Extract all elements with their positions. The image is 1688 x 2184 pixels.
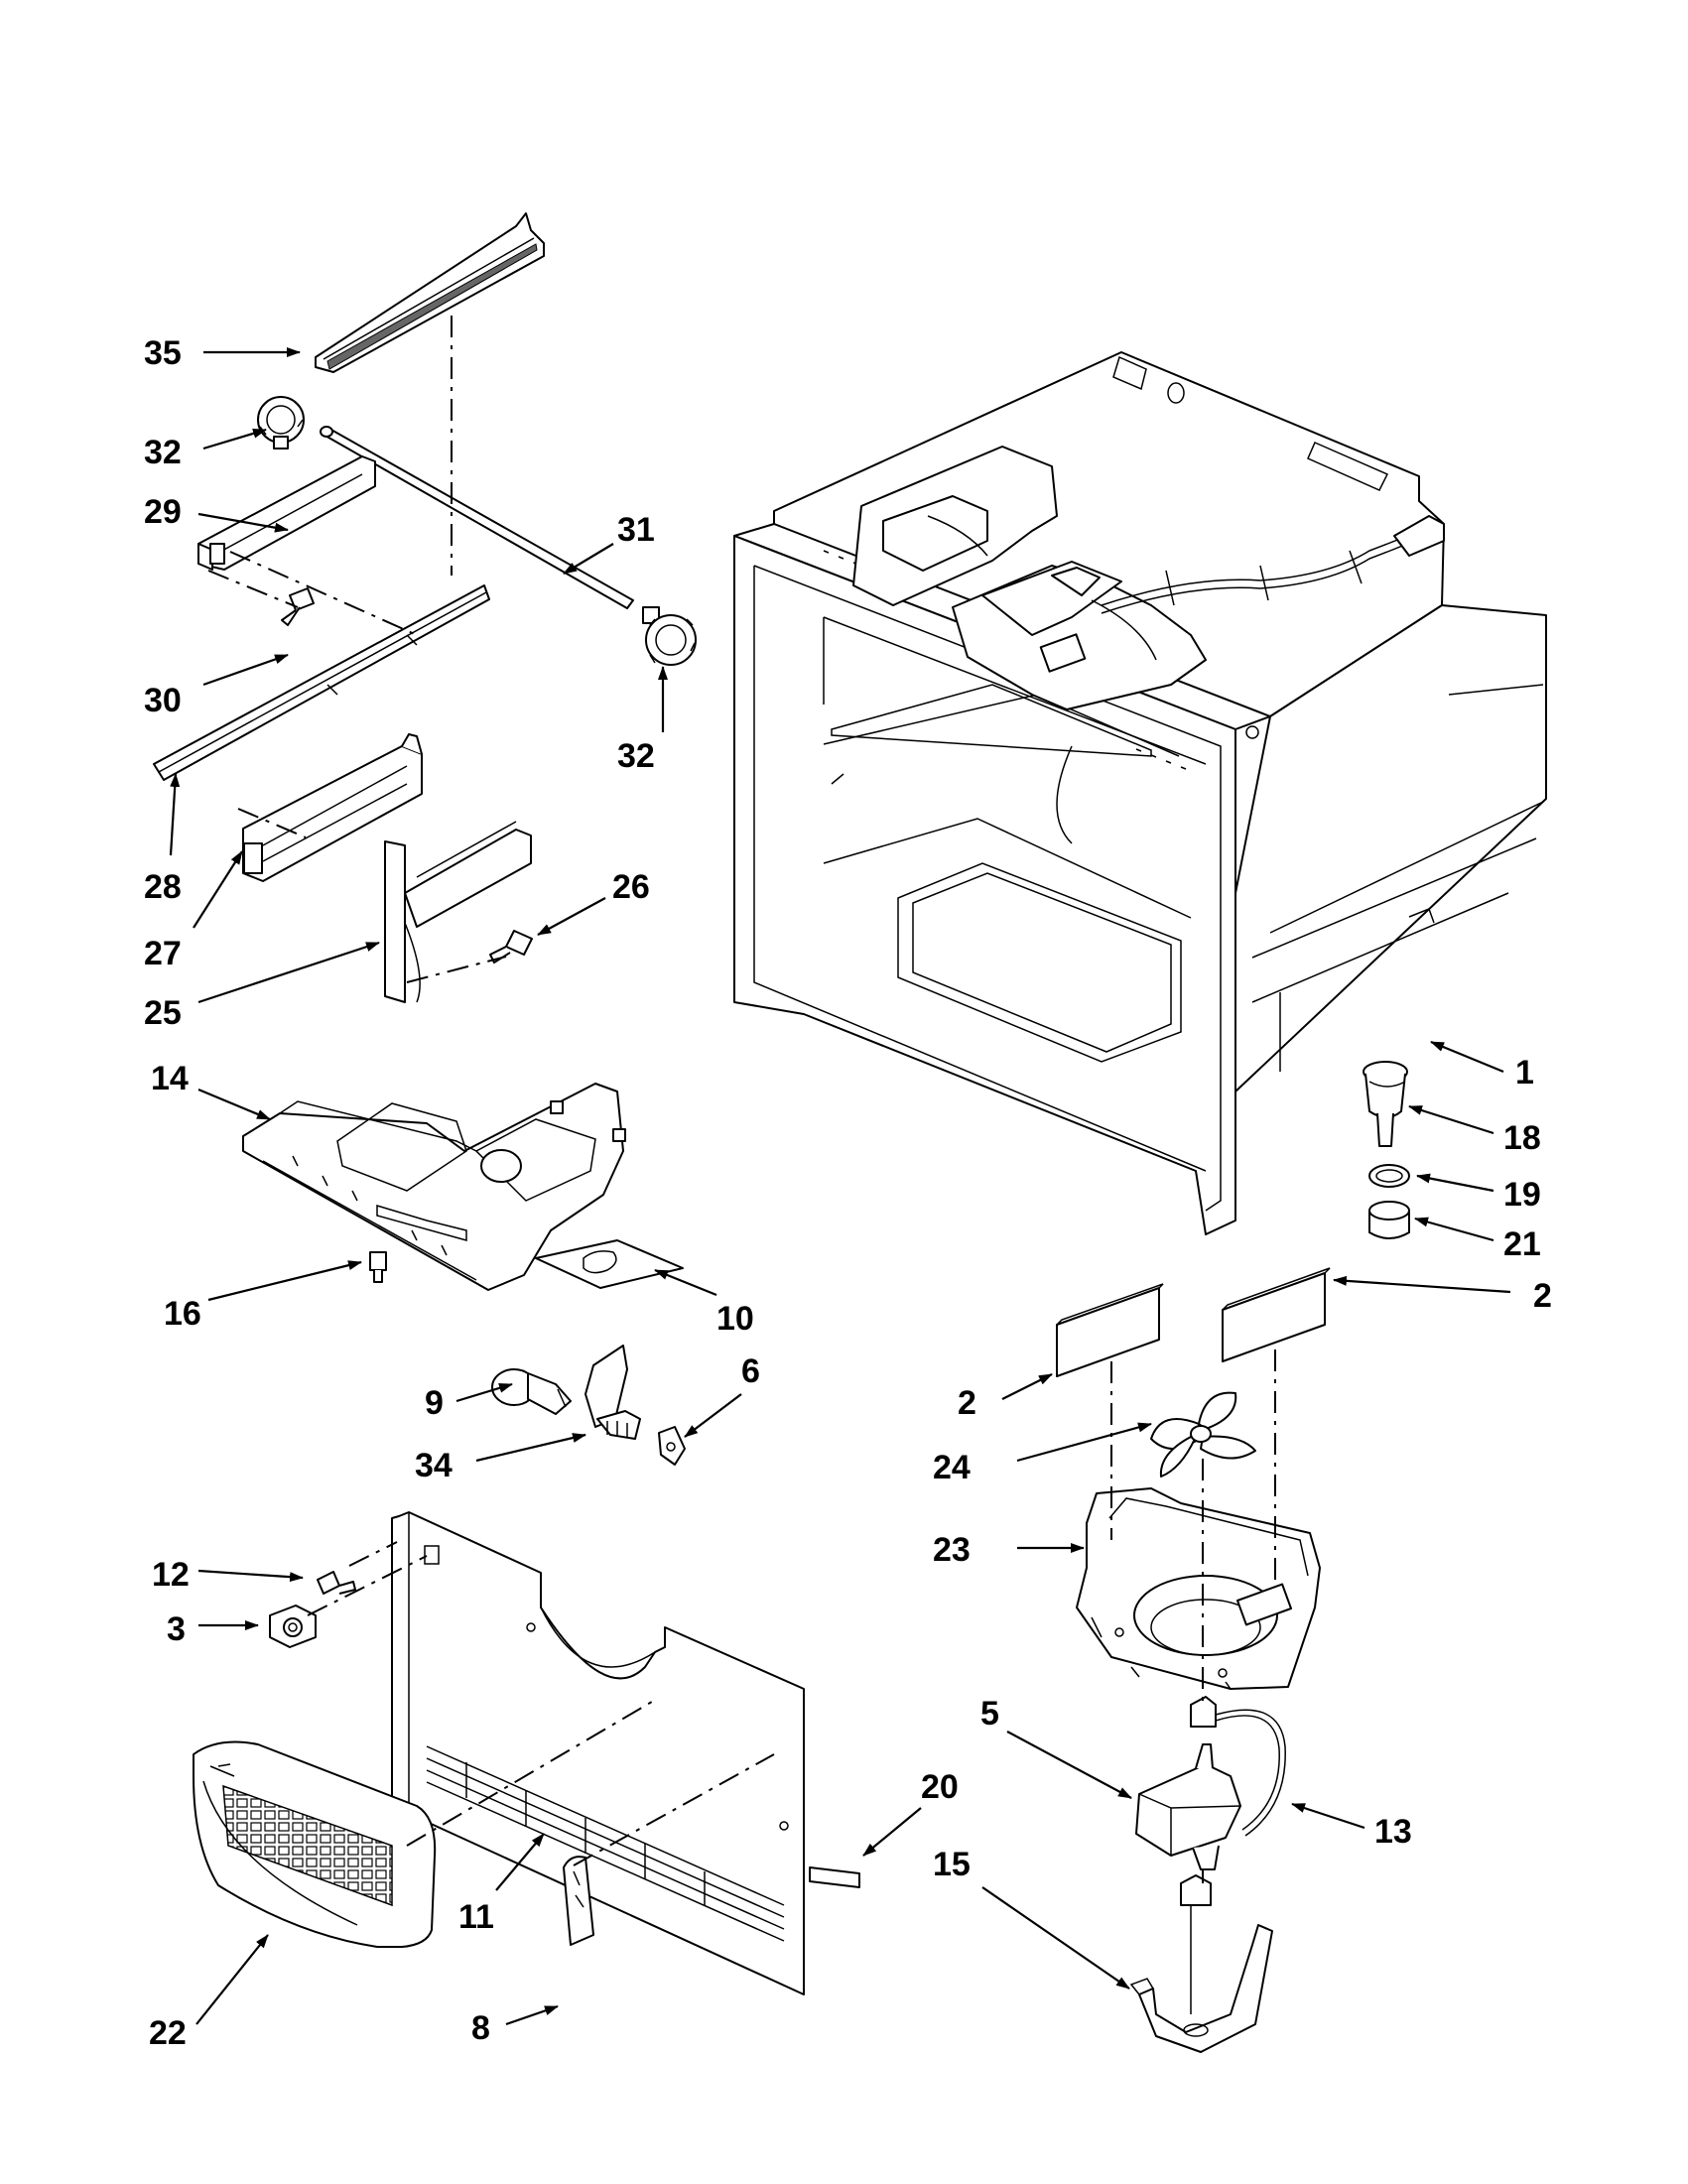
label-sheet-part-10 xyxy=(535,1239,684,1289)
callout-29: 29 xyxy=(144,493,182,531)
callout-28: 28 xyxy=(144,868,182,906)
callout-26: 26 xyxy=(612,868,650,906)
light-bulb-part-9 xyxy=(491,1368,572,1415)
callout-25: 25 xyxy=(144,994,182,1032)
fan-motor-part-5 xyxy=(1135,1696,1241,1870)
mount-bracket-part-25 xyxy=(384,821,532,1003)
callout-32-top: 32 xyxy=(144,434,182,471)
rod-part-31 xyxy=(320,426,634,609)
bracket-part-27 xyxy=(242,733,423,882)
callout-30: 30 xyxy=(144,682,182,719)
callout-27: 27 xyxy=(144,935,182,972)
callout-32-right: 32 xyxy=(617,737,655,775)
evaporator-cover-part-14 xyxy=(242,1083,626,1291)
callout-19: 19 xyxy=(1503,1176,1541,1214)
cabinet-liner-part-1 xyxy=(733,351,1547,1235)
wire-harness-part-13 xyxy=(1215,1709,1286,1837)
callout-35: 35 xyxy=(144,334,182,372)
foam-block-part-2-left xyxy=(1056,1283,1164,1377)
callout-8: 8 xyxy=(471,2009,490,2047)
callout-16: 16 xyxy=(164,1295,201,1333)
gear-part-32-right xyxy=(642,606,697,666)
callout-34: 34 xyxy=(415,1447,453,1484)
foam-strip-part-20 xyxy=(809,1866,860,1888)
callout-10: 10 xyxy=(716,1300,754,1338)
motor-bracket-part-15 xyxy=(1129,1874,1273,2053)
slide-rail-part-28 xyxy=(153,584,490,781)
assembly-lines xyxy=(207,316,1276,1883)
callout-21: 21 xyxy=(1503,1225,1541,1263)
fan-blade-part-24 xyxy=(1150,1391,1256,1477)
callout-24: 24 xyxy=(933,1449,971,1486)
callout-11: 11 xyxy=(458,1898,494,1936)
callout-12: 12 xyxy=(152,1556,190,1594)
callout-2-right: 2 xyxy=(1533,1277,1552,1315)
callout-3: 3 xyxy=(167,1610,186,1648)
screw-part-12 xyxy=(317,1571,356,1595)
screw-part-26 xyxy=(489,930,533,964)
callout-15: 15 xyxy=(933,1846,971,1883)
callout-13: 13 xyxy=(1374,1813,1412,1851)
ring-part-19 xyxy=(1368,1164,1410,1188)
connector-part-6 xyxy=(658,1426,686,1466)
light-socket-part-34 xyxy=(584,1345,641,1440)
bracket-part-29 xyxy=(197,455,376,571)
callout-22: 22 xyxy=(149,2014,187,2052)
callout-20: 20 xyxy=(921,1768,959,1806)
front-grille-part-22 xyxy=(193,1740,437,1948)
callout-6: 6 xyxy=(741,1352,760,1390)
clip-part-3 xyxy=(269,1605,317,1648)
gear-part-32-top xyxy=(257,396,305,450)
callout-31: 31 xyxy=(617,511,655,549)
latch-part-8 xyxy=(563,1856,594,1946)
slide-rail-part-35 xyxy=(315,212,545,373)
plug-part-21 xyxy=(1368,1201,1410,1239)
callout-9: 9 xyxy=(425,1384,444,1422)
drain-plug-part-18 xyxy=(1363,1061,1408,1147)
callout-labels: 35 32 29 31 30 32 28 27 26 25 14 1 18 19… xyxy=(144,334,1552,2052)
callout-18: 18 xyxy=(1503,1119,1541,1157)
callout-1: 1 xyxy=(1515,1054,1534,1092)
fan-shroud-part-23 xyxy=(1076,1487,1321,1690)
screw-part-30 xyxy=(281,587,315,626)
callout-2-left: 2 xyxy=(958,1384,976,1422)
callout-23: 23 xyxy=(933,1531,971,1569)
foam-block-part-2-right xyxy=(1222,1267,1331,1362)
rear-panel-part-11 xyxy=(391,1511,805,1995)
callout-5: 5 xyxy=(980,1695,999,1733)
leader-arrows xyxy=(169,347,1511,2026)
callout-14: 14 xyxy=(151,1060,189,1097)
clip-part-16 xyxy=(369,1251,387,1283)
